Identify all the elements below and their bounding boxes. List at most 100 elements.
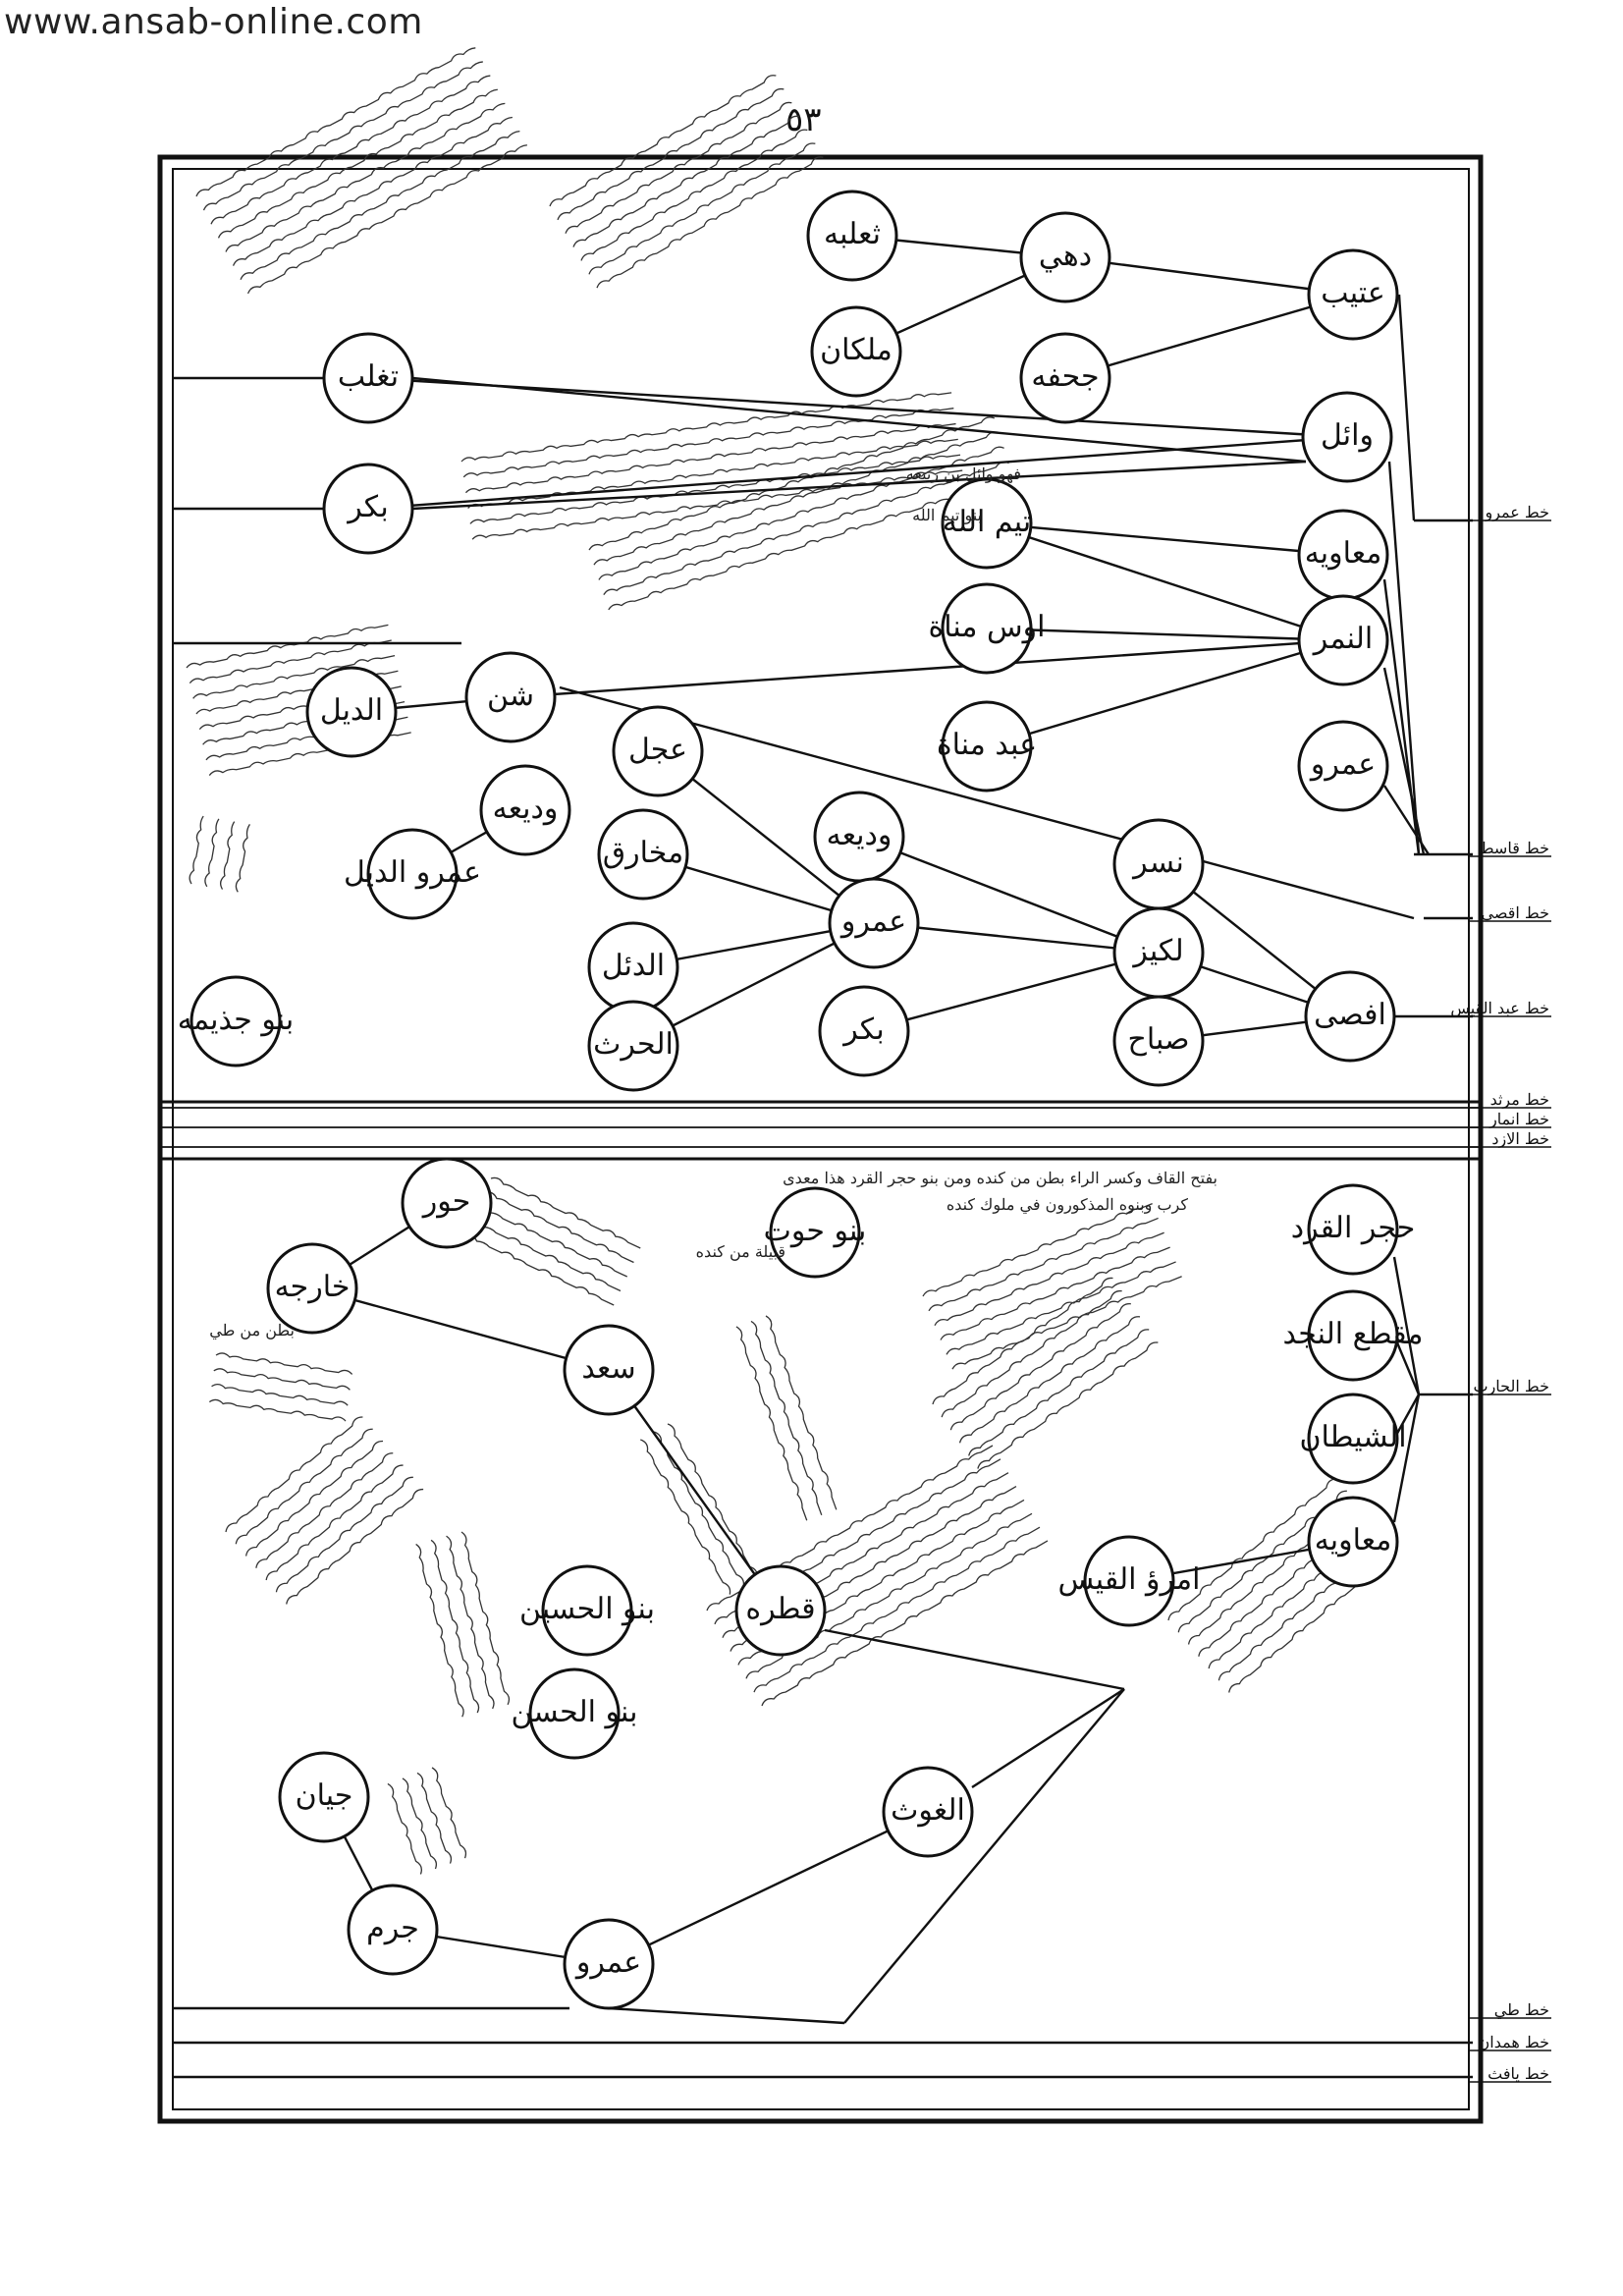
annotation-stroke bbox=[225, 102, 506, 252]
annotation-stroke bbox=[588, 416, 996, 551]
top-node-wail: وائل bbox=[1301, 391, 1393, 483]
annotation-kharija-block bbox=[208, 1352, 353, 1422]
node-circle bbox=[563, 1324, 655, 1416]
bottom-edge-saad-qutra bbox=[608, 1369, 782, 1612]
site-watermark-url: www.ansab-online.com bbox=[4, 2, 423, 42]
bottom-edge-ghawth-amr3 bbox=[608, 1810, 929, 1966]
node-circle bbox=[1019, 211, 1111, 303]
bottom-node-banu_hawt: بنو حوت bbox=[764, 1186, 866, 1279]
node-label: تيم الله bbox=[943, 505, 1031, 539]
node-circle bbox=[828, 877, 920, 969]
node-label: مخارق bbox=[603, 836, 683, 870]
top-node-malkan: ملكان bbox=[810, 305, 902, 398]
node-label: شن bbox=[487, 679, 534, 713]
top-edge-amr2-ijl bbox=[657, 750, 875, 924]
top-edge-namir-abdmanat bbox=[986, 638, 1344, 748]
annotation-stroke bbox=[186, 624, 389, 669]
annotation-muqatta-block bbox=[922, 1202, 1182, 1370]
node-label: خارجه bbox=[275, 1270, 351, 1304]
top-node-taghlib: تغلب bbox=[322, 332, 414, 424]
annotation-stroke bbox=[460, 1531, 511, 1706]
rail-label: خط مرثد bbox=[1490, 1090, 1549, 1109]
annotation-stroke bbox=[580, 129, 808, 261]
node-circle bbox=[322, 463, 414, 555]
node-circle bbox=[1301, 391, 1393, 483]
top-node-nasr: نسر bbox=[1112, 818, 1205, 910]
node-circle bbox=[479, 764, 571, 856]
top-note-wail: فهو وائل بن ربيعه bbox=[906, 465, 1021, 483]
annotation-stroke bbox=[215, 1352, 353, 1375]
top-node-duyl: الديل bbox=[305, 666, 398, 758]
node-label: بكر bbox=[346, 490, 388, 524]
annotation-stroke bbox=[232, 116, 513, 266]
annotation-stroke bbox=[596, 156, 824, 289]
top-edge-muawiya-taym bbox=[986, 521, 1344, 557]
annotation-stroke bbox=[735, 1326, 808, 1521]
node-circle bbox=[266, 1242, 358, 1335]
bottom-node-saad: سعد bbox=[563, 1324, 655, 1416]
node-circle bbox=[464, 651, 557, 743]
node-label: اوس مناة bbox=[929, 610, 1046, 644]
annotation-stroke bbox=[940, 1246, 1170, 1340]
annotation-stroke bbox=[471, 469, 963, 540]
node-label: حجر القرد bbox=[1291, 1211, 1416, 1245]
top-node-dail: الدئل bbox=[587, 921, 679, 1013]
bottom-node-muqatta: مقطع النجد bbox=[1283, 1289, 1424, 1382]
rail-label: خط عمرو bbox=[1484, 503, 1549, 521]
rail-label: خط عبد القيس bbox=[1450, 999, 1549, 1017]
node-label: افصى bbox=[1314, 998, 1386, 1032]
annotation-stroke bbox=[928, 1217, 1159, 1312]
annotation-stroke bbox=[210, 75, 491, 225]
annotation-stroke bbox=[235, 824, 250, 893]
node-circle bbox=[941, 477, 1033, 570]
node-circle bbox=[1083, 1535, 1175, 1627]
node-circle bbox=[941, 700, 1033, 793]
connector-amr-rail bbox=[1382, 785, 1431, 855]
connector-hujr-fan bbox=[1392, 1256, 1421, 1395]
annotation-saad-qutra bbox=[640, 1423, 758, 1595]
annotation-stroke bbox=[217, 88, 498, 239]
connector-muqatta-fan bbox=[1392, 1335, 1421, 1395]
annotation-stroke bbox=[446, 1535, 495, 1710]
annotation-stroke bbox=[951, 1276, 1182, 1370]
bottom-node-jiyan: جيان bbox=[278, 1751, 370, 1843]
top-edge-wail-taghlib bbox=[367, 376, 1348, 439]
connector-wail-rail bbox=[1387, 461, 1421, 855]
bottom-node-imru: امرؤ القيس bbox=[1058, 1535, 1200, 1627]
annotation-stroke bbox=[464, 422, 956, 494]
node-label: بكر bbox=[841, 1012, 884, 1047]
annotation-stroke bbox=[640, 1439, 731, 1595]
top-panel-edges bbox=[173, 234, 1473, 1048]
node-circle bbox=[305, 666, 398, 758]
annotation-stroke bbox=[598, 446, 1004, 580]
node-label: سعد bbox=[581, 1351, 635, 1386]
rail-label: خط همدان bbox=[1479, 2033, 1549, 2051]
top-node-abdmanat: عبد مناة bbox=[937, 700, 1037, 793]
annotation-stroke bbox=[255, 1452, 394, 1568]
top-node-banu_judhayma: بنو جذيمه bbox=[178, 975, 294, 1067]
top-node-muawiya: معاويه bbox=[1297, 509, 1389, 601]
node-circle bbox=[541, 1564, 633, 1657]
annotation-stroke bbox=[932, 1277, 1113, 1405]
top-node-taym: تيم الله bbox=[941, 477, 1033, 570]
node-label: عمرو bbox=[1309, 747, 1376, 782]
top-node-bakr: بكر bbox=[322, 463, 414, 555]
annotation-stroke bbox=[603, 461, 1009, 596]
node-label: وديعه bbox=[827, 818, 893, 852]
annotation-stroke bbox=[753, 1526, 1041, 1693]
annotation-stroke bbox=[225, 1416, 363, 1533]
annotation-stroke bbox=[484, 1191, 634, 1264]
node-circle bbox=[597, 808, 689, 901]
annotation-stroke bbox=[275, 1476, 413, 1593]
connector-namir-rail bbox=[1382, 667, 1426, 855]
bottom-note-kinda: قبيلة من كنده bbox=[696, 1242, 785, 1261]
annotation-stroke bbox=[588, 142, 816, 275]
bottom-node-ghawth: الغوث bbox=[882, 1766, 974, 1858]
annotation-stroke bbox=[949, 1303, 1131, 1431]
annotation-stroke bbox=[286, 1488, 424, 1605]
node-circle bbox=[1307, 1496, 1399, 1588]
annotation-stroke bbox=[460, 392, 952, 463]
annotation-stroke bbox=[416, 1772, 453, 1864]
